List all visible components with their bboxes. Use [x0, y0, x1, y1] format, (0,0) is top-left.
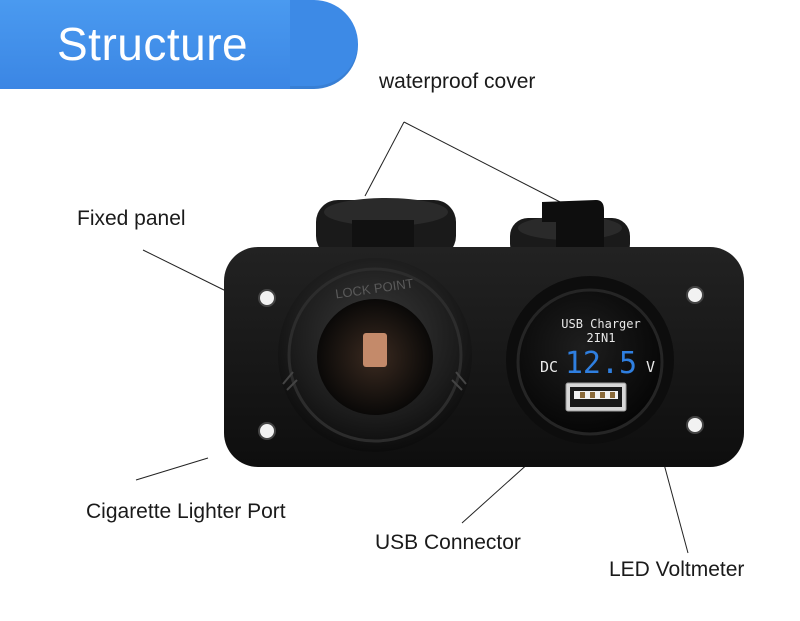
title-banner: Structure [0, 0, 358, 89]
usb-connector-label: USB Connector [375, 531, 521, 554]
led-voltmeter-label: LED Voltmeter [609, 558, 745, 581]
screw-holes [258, 286, 704, 440]
page-title: Structure [57, 18, 249, 70]
fixed-panel-label: Fixed panel [77, 207, 186, 230]
cigarette-lighter-socket [278, 258, 472, 452]
two-in-one-text: 2IN1 [587, 331, 616, 345]
v-label: V [646, 358, 655, 376]
led-voltage-display: 12.5 [565, 346, 637, 381]
cigarette-lighter-port-label: Cigarette Lighter Port [86, 500, 286, 523]
waterproof-cover-label: waterproof cover [379, 70, 536, 93]
dc-label: DC [540, 358, 558, 376]
title-banner-inner [0, 0, 290, 89]
usb-port [565, 382, 627, 412]
usb-charger-text: USB Charger [561, 317, 640, 331]
